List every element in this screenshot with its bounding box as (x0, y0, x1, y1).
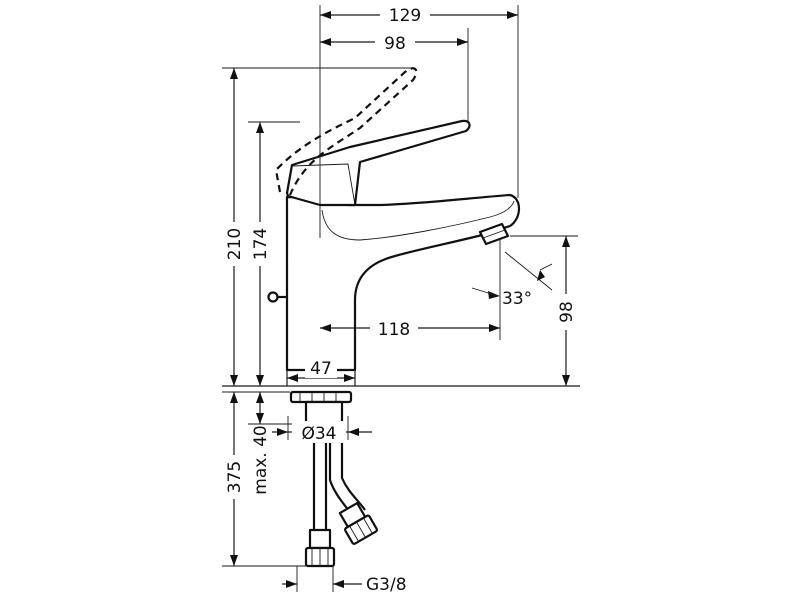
dim-98-lever: 98 (320, 31, 468, 54)
dim-118: 118 (320, 317, 500, 340)
dim-diameter-34: Ø34 (272, 421, 372, 444)
dim-210-label: 210 (225, 228, 245, 260)
faucet-body (285, 193, 521, 372)
dim-174: 174 (248, 122, 272, 386)
dim-47-label: 47 (310, 359, 332, 379)
dim-max-40: max. 40 (248, 392, 272, 497)
deck-plate (222, 370, 580, 387)
dim-diameter-label: Ø34 (301, 424, 336, 444)
dim-angle-33: 33° (471, 263, 553, 309)
dim-g38-label: G3/8 (366, 575, 407, 595)
dim-118-label: 118 (378, 320, 410, 340)
mounting-nut (289, 390, 353, 426)
dim-210: 210 (222, 68, 246, 386)
dim-angle-label: 33° (502, 289, 532, 309)
dim-98-outlet-label: 98 (557, 301, 577, 323)
supply-hoses (304, 424, 378, 568)
dim-375: 375 (222, 392, 246, 566)
dim-max-40-label: max. 40 (251, 425, 271, 494)
extension-lines (222, 5, 578, 592)
lever-handle-raised (274, 67, 418, 196)
dim-98-outlet: 98 (554, 236, 578, 386)
pop-up-knob (267, 291, 287, 303)
dim-174-label: 174 (251, 228, 271, 260)
dim-47: 47 (287, 359, 355, 382)
dim-129-label: 129 (389, 6, 421, 26)
dim-129: 129 (320, 4, 518, 26)
dim-g38: G3/8 (282, 575, 407, 595)
dim-98-lever-label: 98 (384, 34, 406, 54)
lever-handle (285, 119, 471, 207)
dim-375-label: 375 (225, 461, 245, 493)
